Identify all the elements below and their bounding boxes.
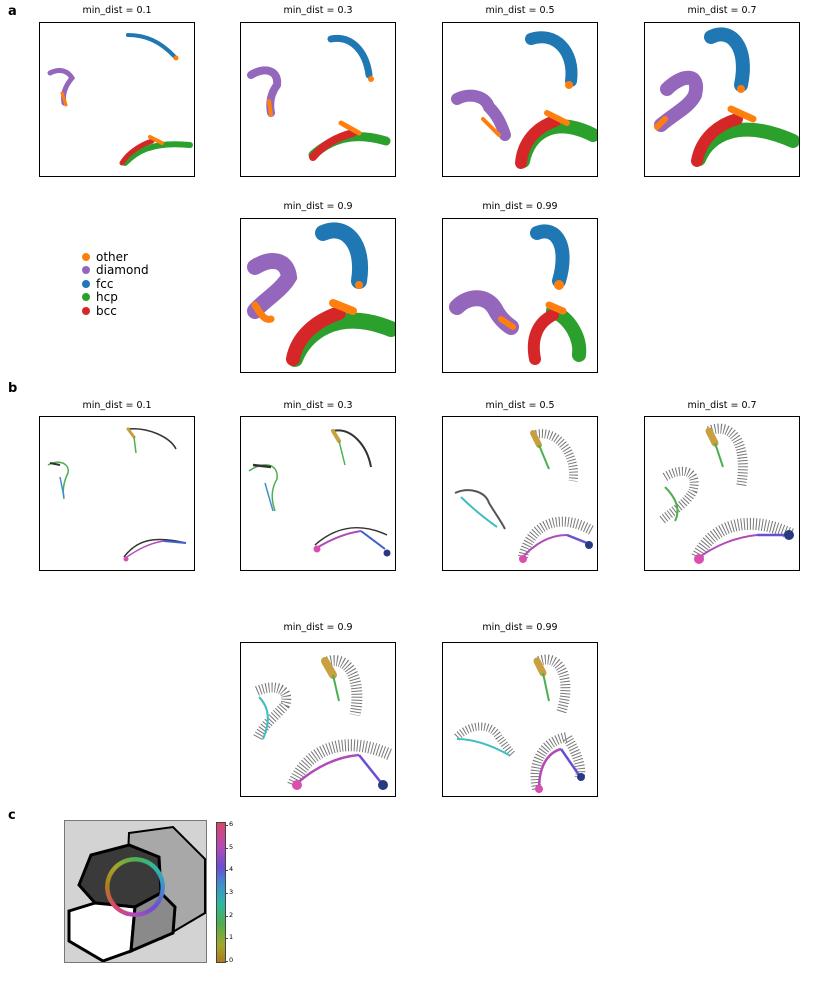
panel-a-title-4: min_dist = 0.7 bbox=[687, 5, 757, 16]
legend-item-other: other bbox=[82, 250, 149, 264]
legend-marker bbox=[82, 306, 90, 315]
trajectory-plot-b4 bbox=[644, 416, 800, 571]
panel-b-title-6: min_dist = 0.99 bbox=[482, 622, 558, 633]
colorbar-tick bbox=[225, 870, 228, 871]
panel-label-a: a bbox=[8, 4, 17, 19]
panel-a-title-6: min_dist = 0.99 bbox=[482, 201, 558, 212]
panel-a-title-5: min_dist = 0.9 bbox=[283, 201, 353, 212]
panel-b-title-4: min_dist = 0.7 bbox=[687, 400, 757, 411]
legend-marker bbox=[82, 279, 90, 288]
trajectory-plot-b3 bbox=[442, 416, 598, 571]
colorbar-tick-label: 4 bbox=[229, 865, 234, 873]
trajectory-plot-b1 bbox=[39, 416, 195, 571]
trajectory-plot-b2 bbox=[240, 416, 396, 571]
colorbar-tick bbox=[225, 825, 228, 826]
legend-label: other bbox=[96, 249, 128, 264]
scatter-plot-a5 bbox=[240, 218, 396, 373]
scatter-plot-a2 bbox=[240, 22, 396, 177]
colorbar-tick-label: 1 bbox=[229, 933, 234, 941]
color-ring bbox=[105, 857, 165, 917]
legend-item-diamond: diamond bbox=[82, 263, 149, 278]
trajectory-plot-b5 bbox=[240, 642, 396, 797]
panel-b-title-5: min_dist = 0.9 bbox=[283, 622, 353, 633]
legend-item-hcp: hcp bbox=[82, 290, 149, 305]
colorbar-tick bbox=[225, 961, 228, 962]
panel-b-title-3: min_dist = 0.5 bbox=[485, 400, 555, 411]
legend-label: bcc bbox=[96, 303, 117, 318]
scatter-plot-a6 bbox=[442, 218, 598, 373]
colorbar-tick-label: 5 bbox=[229, 843, 234, 851]
legend-marker bbox=[82, 293, 90, 302]
colorbar bbox=[216, 822, 226, 963]
colorbar-tick bbox=[225, 848, 228, 849]
colorbar-tick bbox=[225, 893, 228, 894]
panel-label-c: c bbox=[8, 808, 16, 823]
colorbar-tick-label: 3 bbox=[229, 888, 234, 896]
legend-marker bbox=[82, 252, 90, 261]
legend-item-fcc: fcc bbox=[82, 277, 149, 291]
colorbar-tick-label: 6 bbox=[229, 820, 234, 828]
panel-label-b: b bbox=[8, 381, 18, 396]
scatter-plot-a3 bbox=[442, 22, 598, 177]
legend-label: diamond bbox=[96, 263, 149, 278]
scatter-plot-a1 bbox=[39, 22, 195, 177]
colorbar-tick-label: 0 bbox=[229, 956, 234, 964]
legend: other diamond fcc hcp bcc bbox=[82, 250, 149, 318]
trajectory-plot-b6 bbox=[442, 642, 598, 797]
panel-b-title-2: min_dist = 0.3 bbox=[283, 400, 353, 411]
legend-marker bbox=[82, 266, 90, 275]
panel-a-title-3: min_dist = 0.5 bbox=[485, 5, 555, 16]
colorbar-tick bbox=[225, 938, 228, 939]
scatter-plot-a4 bbox=[644, 22, 800, 177]
colorbar-tick bbox=[225, 916, 228, 917]
legend-label: hcp bbox=[96, 290, 118, 305]
phase-diagram-image bbox=[64, 820, 207, 963]
legend-item-bcc: bcc bbox=[82, 304, 149, 318]
legend-label: fcc bbox=[96, 276, 114, 291]
panel-a-title-2: min_dist = 0.3 bbox=[283, 5, 353, 16]
colorbar-tick-label: 2 bbox=[229, 911, 234, 919]
panel-a-title-1: min_dist = 0.1 bbox=[82, 5, 152, 16]
panel-b-title-1: min_dist = 0.1 bbox=[82, 400, 152, 411]
